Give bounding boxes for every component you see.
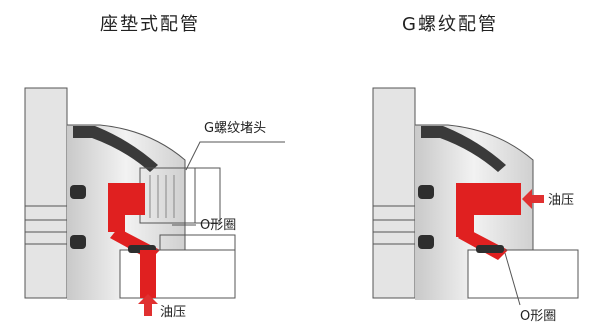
label-oil-pressure: 油压 <box>160 305 186 320</box>
panel-seat-piping: 座垫式配管 <box>24 14 285 320</box>
o-ring-seal <box>476 245 504 253</box>
label-g-thread-plug: G螺纹堵头 <box>204 121 266 136</box>
label-o-ring: O形圈 <box>520 309 556 324</box>
oil-pressure-arrow-left <box>522 189 544 209</box>
panel-title: 座垫式配管 <box>100 14 200 35</box>
oil-pressure-arrow-up <box>138 294 158 316</box>
base-plate <box>119 234 236 299</box>
panel-title: G螺纹配管 <box>402 14 498 35</box>
housing-body <box>24 87 186 300</box>
leader-line-oring <box>504 252 521 306</box>
panel-g-thread-piping: G螺纹配管 油压 O形圈 <box>372 14 579 324</box>
leader-line-plug <box>185 141 285 171</box>
base-plate <box>467 245 579 299</box>
label-o-ring: O形圈 <box>200 218 236 233</box>
label-oil-pressure: 油压 <box>548 193 574 208</box>
oil-inlet-channel <box>140 250 156 298</box>
